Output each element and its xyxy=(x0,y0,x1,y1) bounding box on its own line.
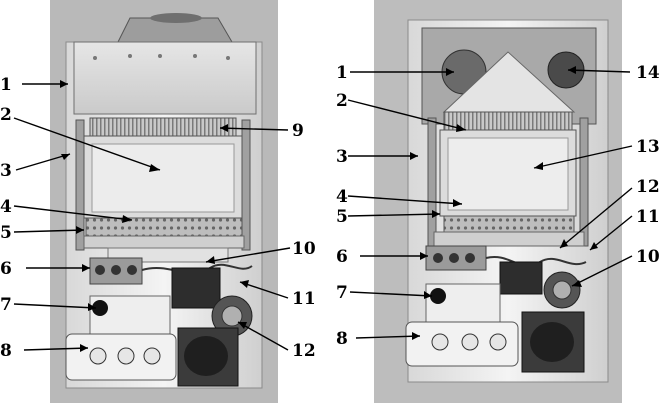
left-chamber-inner xyxy=(91,143,235,213)
left-label-7: 7 xyxy=(0,295,12,315)
left-label-5: 5 xyxy=(0,223,12,243)
left-label-10: 10 xyxy=(292,239,316,259)
left-burner xyxy=(85,217,243,237)
right-manifold xyxy=(433,231,585,247)
left-pipe-left xyxy=(75,119,85,251)
left-heat-exchanger xyxy=(89,117,237,137)
left-callouts xyxy=(13,83,291,351)
right-label-11: 11 xyxy=(636,207,660,227)
left-label-6: 6 xyxy=(0,259,12,279)
right-callout-arrowheads xyxy=(410,66,598,340)
right-label-2: 2 xyxy=(336,91,348,111)
left-label-11: 11 xyxy=(292,289,316,309)
left-fan-hood xyxy=(73,41,257,115)
left-label-4: 4 xyxy=(0,197,12,217)
right-label-5: 5 xyxy=(336,207,348,227)
right-boiler-photo xyxy=(374,0,622,403)
right-label-13: 13 xyxy=(636,137,660,157)
right-label-7: 7 xyxy=(336,283,348,303)
left-flue-pipe xyxy=(150,13,202,23)
right-heat-exchanger xyxy=(443,111,573,131)
right-label-1: 1 xyxy=(336,63,348,83)
left-label-1: 1 xyxy=(0,75,12,95)
left-expansion-part xyxy=(171,267,221,309)
right-label-14: 14 xyxy=(636,63,660,83)
left-label-2: 2 xyxy=(0,105,12,125)
right-callouts xyxy=(347,69,633,339)
left-label-12: 12 xyxy=(292,341,316,361)
left-pipe-right xyxy=(241,119,251,251)
right-label-8: 8 xyxy=(336,329,348,349)
left-label-3: 3 xyxy=(0,161,12,181)
left-label-8: 8 xyxy=(0,341,12,361)
left-callout-arrowheads xyxy=(60,80,249,352)
left-reset-knob xyxy=(92,300,108,316)
right-label-10: 10 xyxy=(636,247,660,267)
left-boiler-photo xyxy=(50,0,278,403)
left-label-9: 9 xyxy=(292,121,304,141)
right-burner xyxy=(443,215,575,233)
right-label-6: 6 xyxy=(336,247,348,267)
left-manifold xyxy=(83,235,245,249)
right-label-12: 12 xyxy=(636,177,660,197)
right-label-4: 4 xyxy=(336,187,348,207)
right-label-3: 3 xyxy=(336,147,348,167)
